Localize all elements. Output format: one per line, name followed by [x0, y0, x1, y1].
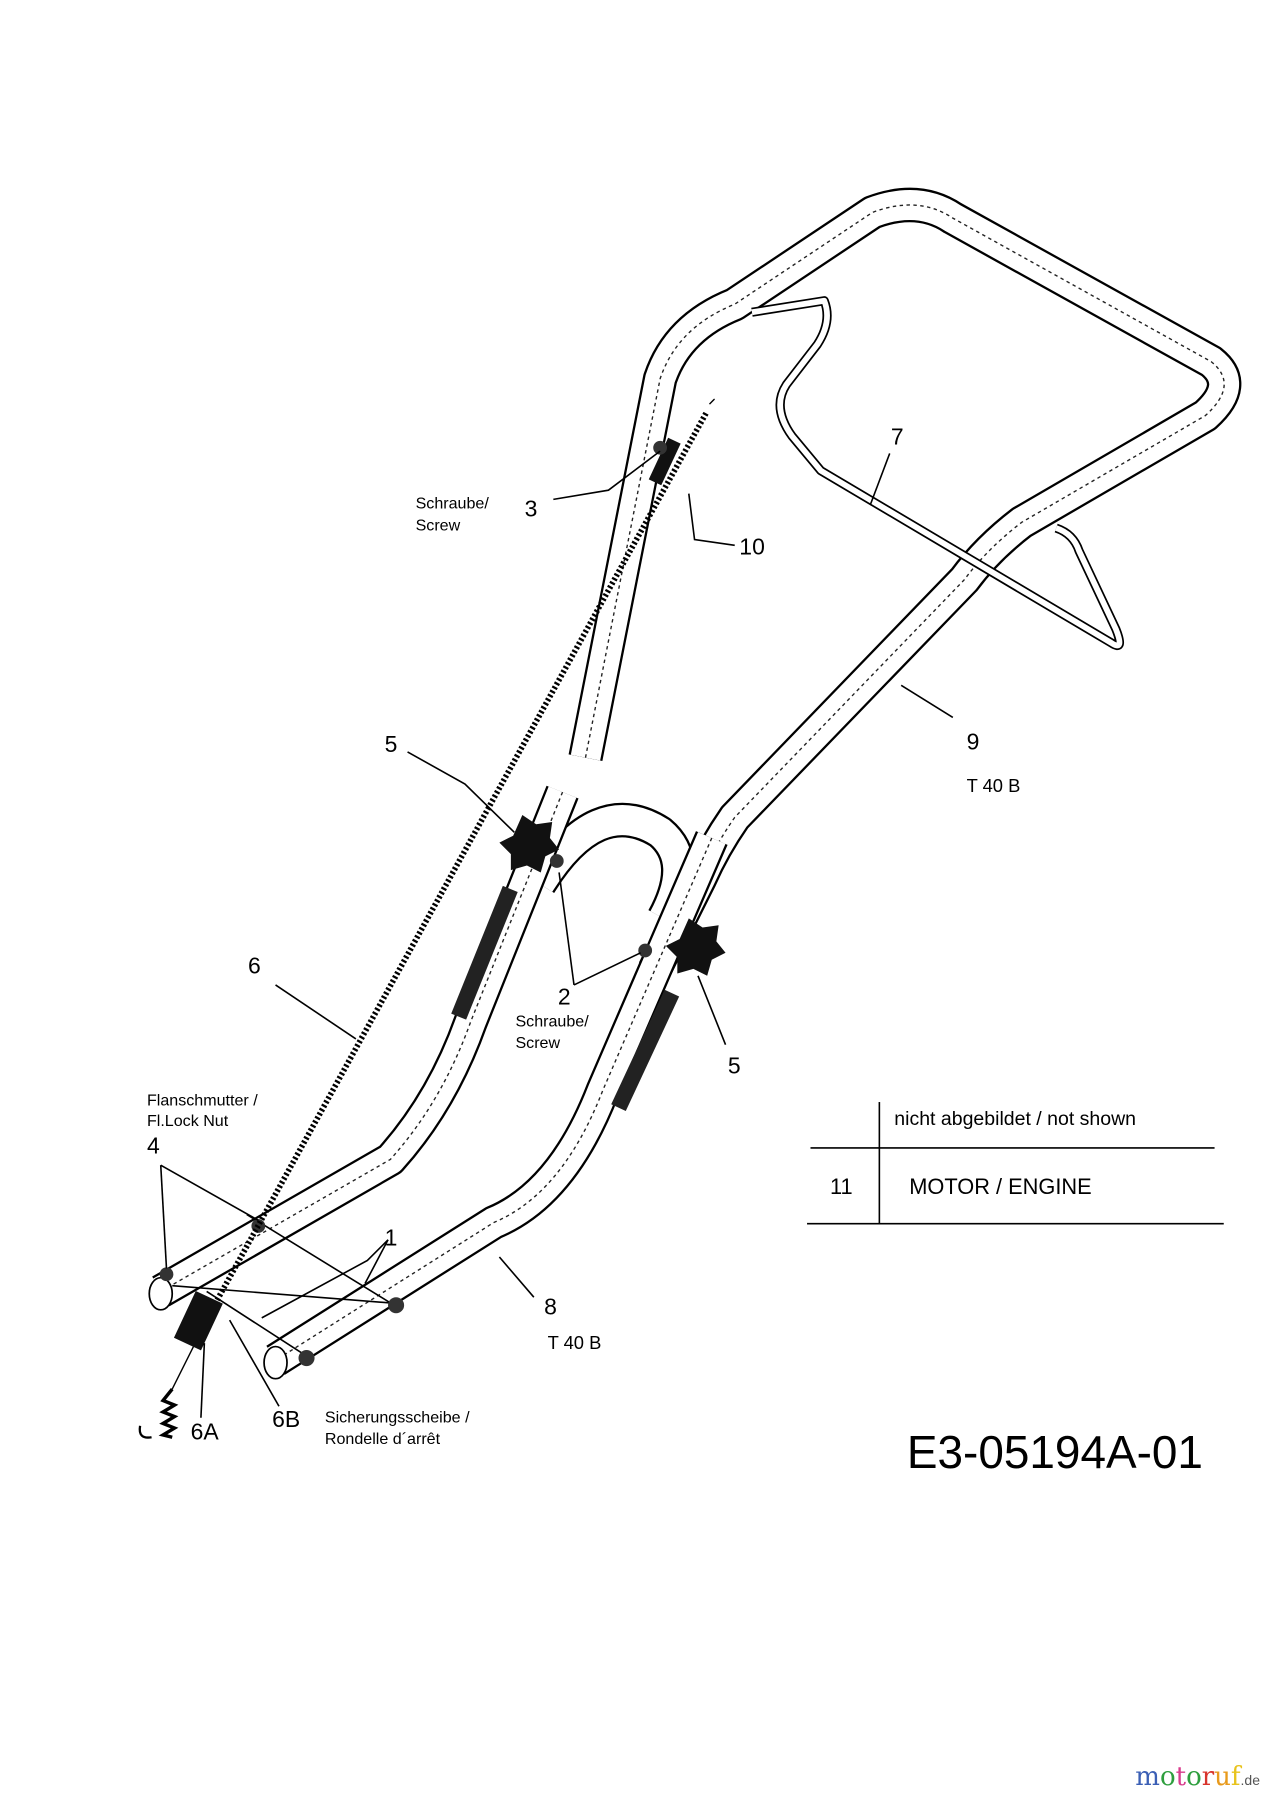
callout-5-right: 5 [728, 1052, 741, 1078]
nut-icon [298, 1350, 315, 1367]
note-screw-3-de: Schraube/ [416, 495, 490, 513]
lower-handle-8 [148, 785, 728, 1380]
note-screw-3-en: Screw [416, 516, 461, 534]
watermark-letter: r [1201, 1762, 1215, 1792]
note-washer-de: Sicherungsscheibe / [325, 1408, 470, 1426]
note-nut-de: Flanschmutter / [147, 1091, 258, 1109]
callout-5-left: 5 [385, 731, 398, 757]
control-cable-6 [138, 398, 715, 1439]
screw-icon [638, 943, 653, 958]
spring-icon [158, 1387, 179, 1439]
callout-8: 8 [544, 1293, 557, 1319]
callout-2: 2 [558, 983, 571, 1009]
bail-bar-7 [751, 296, 1125, 650]
watermark-letter: t [1175, 1762, 1187, 1792]
screw-icon [653, 440, 667, 455]
cross-rod-1 [172, 1284, 391, 1304]
watermark-tld: .de [1240, 1772, 1260, 1788]
table-row-desc: MOTOR / ENGINE [909, 1174, 1091, 1199]
watermark-brand: motoruf [1135, 1762, 1240, 1792]
callout-10: 10 [739, 533, 765, 559]
note-washer-fr: Rondelle d´arrêt [325, 1430, 441, 1448]
screw-icon [549, 854, 564, 868]
callout-6a: 6A [191, 1419, 220, 1445]
callout-7: 7 [891, 423, 904, 449]
watermark-letter: m [1135, 1762, 1160, 1792]
nut-icon [388, 1297, 405, 1314]
note-nut-en: Fl.Lock Nut [147, 1112, 229, 1130]
callout-6b: 6B [272, 1406, 300, 1432]
note-t40b-8: T 40 B [548, 1332, 602, 1353]
nut-icon [159, 1267, 174, 1282]
cable-adjuster-6A [173, 1290, 223, 1351]
note-t40b-9: T 40 B [967, 775, 1021, 796]
callout-1: 1 [385, 1225, 398, 1251]
callout-9: 9 [967, 729, 980, 755]
leader-lines [159, 450, 954, 1418]
star-knob-5-left [451, 815, 560, 1020]
watermark-letter: o [1186, 1762, 1202, 1792]
callout-3: 3 [525, 496, 538, 522]
star-knob-5-right [611, 918, 726, 1112]
not-shown-table: nicht abgebildet / not shown 11 MOTOR / … [807, 1102, 1224, 1225]
watermark-logo: motoruf.de [1135, 1762, 1260, 1792]
callout-4: 4 [147, 1133, 160, 1159]
watermark-letter: o [1159, 1762, 1176, 1792]
note-screw-2-de: Schraube/ [515, 1012, 589, 1030]
watermark-letter: u [1214, 1762, 1231, 1792]
upper-handle-9 [568, 187, 1242, 978]
drawing-code: E3-05194A-01 [907, 1426, 1203, 1478]
table-row-num: 11 [830, 1174, 853, 1199]
callout-6: 6 [248, 952, 261, 978]
note-screw-2-en: Screw [515, 1034, 560, 1052]
table-header: nicht abgebildet / not shown [894, 1108, 1136, 1130]
watermark-letter: f [1230, 1762, 1241, 1792]
